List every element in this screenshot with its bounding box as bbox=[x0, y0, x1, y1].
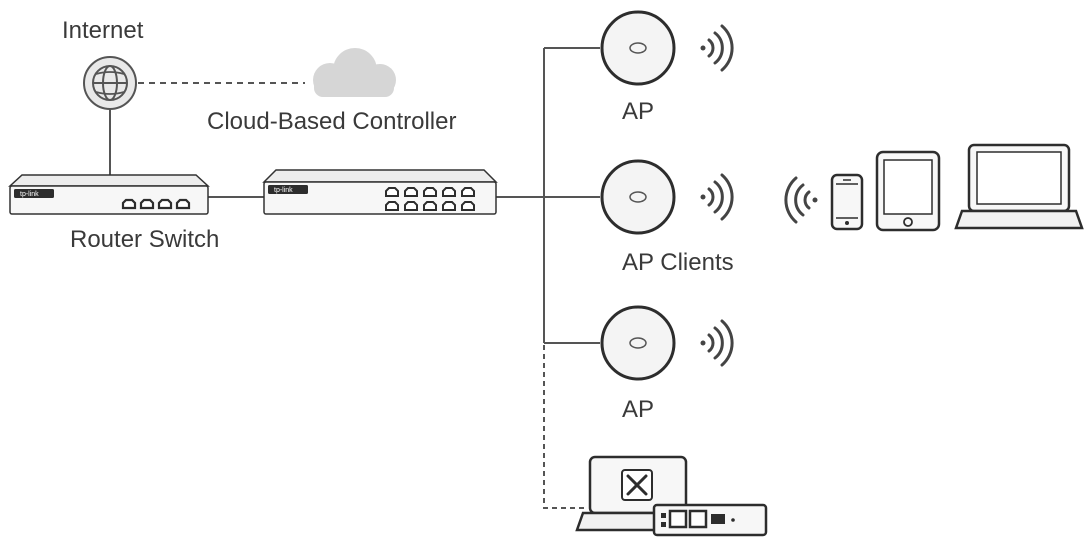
switch-port bbox=[404, 187, 418, 197]
router-switch-label: Router Switch bbox=[70, 226, 220, 253]
access-point-logo bbox=[629, 191, 647, 203]
wifi-signal-icon bbox=[700, 24, 734, 72]
switch-port bbox=[442, 201, 456, 211]
switch-icon: tp-link bbox=[262, 169, 498, 215]
controller-hardware-icon bbox=[652, 503, 768, 537]
access-point-logo bbox=[629, 42, 647, 54]
router-ports bbox=[121, 198, 191, 210]
switch-port bbox=[404, 201, 418, 211]
switch-port bbox=[423, 201, 437, 211]
ap-middle-label: AP Clients bbox=[622, 249, 734, 276]
management-dashed-link bbox=[543, 345, 588, 509]
connection-lines bbox=[109, 47, 600, 509]
cloud-controller-label: Cloud-Based Controller bbox=[207, 108, 457, 135]
access-point-top bbox=[600, 10, 676, 86]
access-point-logo bbox=[629, 337, 647, 349]
client-wifi-signal-icon bbox=[784, 176, 818, 224]
access-point-middle bbox=[600, 159, 676, 235]
switch-port bbox=[385, 201, 399, 211]
cloud-icon bbox=[313, 48, 396, 97]
switch-ports bbox=[385, 187, 475, 211]
router-icon: tp-link bbox=[8, 174, 210, 215]
switch-brand-label: tp-link bbox=[274, 187, 293, 194]
internet-label: Internet bbox=[62, 17, 144, 44]
switch-port bbox=[423, 187, 437, 197]
switch-port bbox=[461, 187, 475, 197]
laptop-icon bbox=[954, 143, 1084, 230]
switch-port bbox=[442, 187, 456, 197]
access-point-bottom bbox=[600, 305, 676, 381]
smartphone-icon bbox=[830, 173, 864, 231]
switch-port bbox=[385, 187, 399, 197]
tools-icon bbox=[626, 474, 648, 496]
ap-top-label: AP bbox=[622, 98, 655, 125]
wifi-signal-icon bbox=[700, 319, 734, 367]
ap-bottom-label: AP bbox=[622, 396, 655, 423]
tablet-icon bbox=[875, 150, 941, 232]
globe-icon bbox=[83, 56, 137, 110]
router-brand-label: tp-link bbox=[20, 191, 39, 198]
switch-port bbox=[461, 201, 475, 211]
wifi-signal-icon bbox=[700, 173, 734, 221]
